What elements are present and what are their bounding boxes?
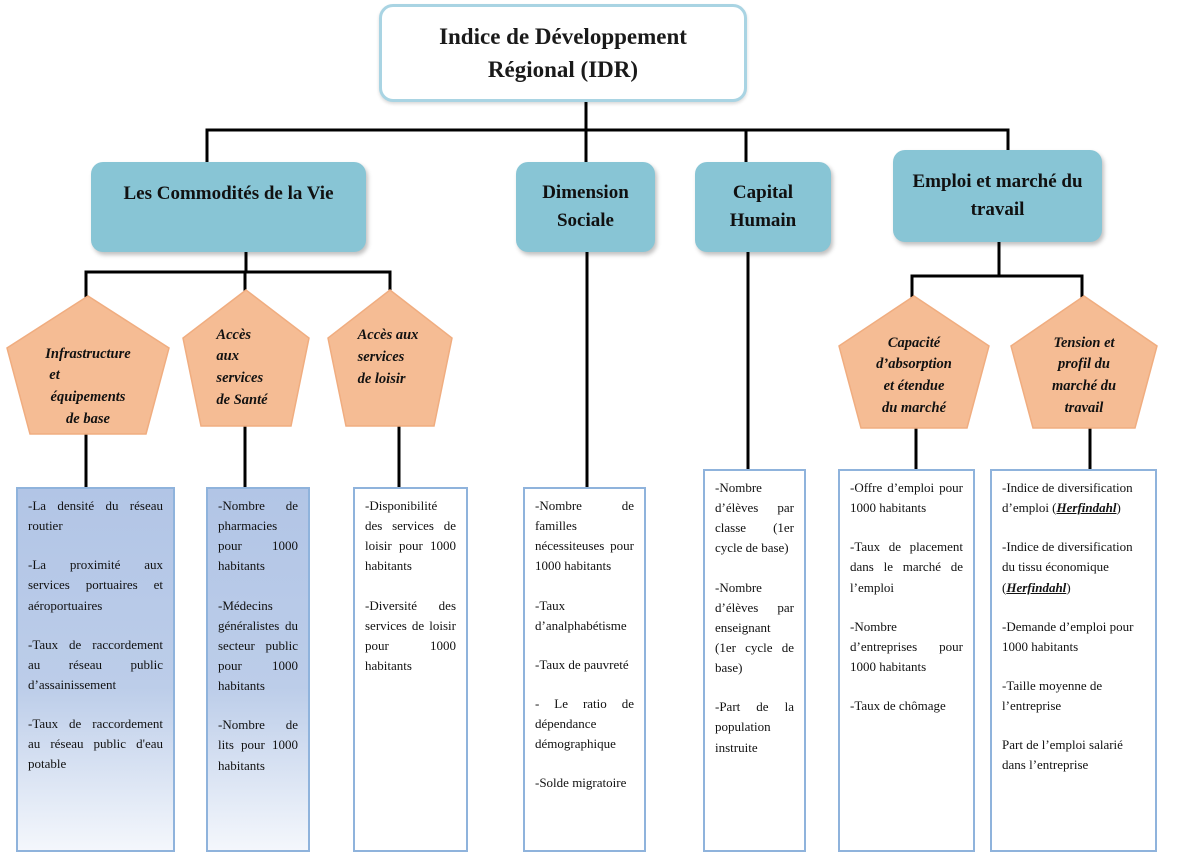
indicator-item: -Taux de chômage [850, 698, 946, 714]
indicator-item: -Nombre de pharmacies pour 1000 habitant… [218, 498, 298, 574]
dimension-capital-line2: Humain [729, 210, 797, 231]
indicators-sociale: -Nombre de familles nécessiteuses pour 1… [523, 487, 646, 852]
loisir-line3: de loisir [357, 370, 406, 387]
pentagon-shape [327, 289, 453, 427]
indicator-item: -Solde migratoire [535, 775, 627, 791]
indicator-item: -Indice de diversification d’emploi (Her… [1002, 478, 1145, 518]
pentagon-shape [182, 289, 310, 427]
indicator-item: -Taux de pauvreté [535, 656, 629, 672]
indicators-infrastructure: -La densité du réseau routier -La proxim… [16, 487, 175, 852]
indicators-loisir: -Disponibilité des services de loisir po… [353, 487, 468, 852]
indicator-item: -Médecins généralistes du secteur public… [218, 597, 298, 694]
indicator-item: -Nombre d’élèves par classe (1er cycle d… [715, 480, 794, 556]
subdimension-loisir: Accès aux services de loisir [326, 288, 454, 428]
infrastructure-line2: et [49, 367, 60, 384]
pentagon-shape [1010, 295, 1158, 429]
indicator-item: -Taux de raccordement au réseau public d… [28, 636, 163, 692]
indicator-item: - Le ratio de dépendance démographique [535, 695, 634, 752]
sante-line3: services [216, 370, 264, 386]
indicator-item: -Taille moyenne de l’entreprise [1002, 677, 1103, 714]
indicators-capital: -Nombre d’élèves par classe (1er cycle d… [703, 469, 806, 852]
dimension-sociale-line1: Dimension [542, 181, 629, 203]
subdimension-tension: Tension et profil du marché du travail [1009, 294, 1159, 430]
indicator-item: -Nombre d’élèves par enseignant (1er cyc… [715, 579, 794, 676]
herfindahl-term: Herfindahl [1006, 579, 1067, 595]
dimension-emploi-line1: Emploi et marché du [912, 170, 1083, 192]
indicator-item: -Part de la population instruite [715, 699, 794, 755]
indicator-item: -La proximité aux services portuaires et… [28, 557, 163, 613]
dimension-commodites: Les Commodités de la Vie [91, 162, 366, 252]
herfindahl-term: Herfindahl [1056, 500, 1117, 516]
indicator-item: -Offre d’emploi pour 1000 habitants [850, 480, 963, 516]
capacite-line3: et étendue [883, 378, 945, 394]
indicator-text: ) [1066, 579, 1071, 595]
indicators-capacite: -Offre d’emploi pour 1000 habitants -Tau… [838, 469, 975, 852]
tension-line1: Tension et [1053, 334, 1115, 351]
pentagon-shape [838, 295, 990, 429]
indicator-item: -La densité du réseau routier [28, 498, 163, 534]
dimension-capital-humain: Capital Humain [695, 162, 831, 252]
indicator-text: -Indice de diversification d’emploi ( [1002, 480, 1133, 516]
tension-line4: travail [1064, 399, 1104, 416]
capacite-line2: d’absorption [876, 356, 952, 373]
indicator-item: -Nombre d’entreprises pour 1000 habitant… [850, 618, 963, 674]
indicator-text: -Indice de diversification du tissu écon… [1002, 539, 1133, 595]
pentagon-shape [6, 295, 170, 435]
indicator-item: -Taux de raccordement au réseau public d… [28, 716, 163, 772]
indicator-item: -Diversité des services de loisir pour 1… [365, 597, 456, 673]
root-node-idr: Indice de Développement Régional (IDR) [379, 4, 747, 102]
dimension-emploi: Emploi et marché du travail [893, 150, 1102, 242]
sante-line4: de Santé [216, 391, 268, 408]
indicator-item: Part de l’emploi salarié dans l’entrepri… [1002, 737, 1123, 773]
subdimension-sante: Accès aux services de Santé [181, 288, 311, 428]
indicators-sante: -Nombre de pharmacies pour 1000 habitant… [206, 487, 310, 852]
dimension-emploi-line2: travail [970, 199, 1025, 220]
dimension-commodites-label: Les Commodités de la Vie [123, 182, 334, 204]
tension-line2: profil du [1058, 356, 1110, 373]
indicator-item: -Indice de diversification du tissu écon… [1002, 537, 1145, 597]
infrastructure-line3: équipements [50, 389, 126, 405]
subdimension-infrastructure: Infrastructure et équipements de base [5, 294, 171, 436]
root-title-line2: Régional (IDR) [487, 57, 639, 82]
indicator-item: -Taux d’analphabétisme [535, 597, 627, 633]
tension-line3: marché du [1051, 378, 1117, 394]
indicators-tension: -Indice de diversification d’emploi (Her… [990, 469, 1157, 852]
capacite-line4: du marché [881, 399, 947, 416]
sante-line2: aux [216, 348, 239, 365]
infrastructure-line4: de base [66, 410, 110, 427]
indicator-item: -Nombre de familles nécessiteuses pour 1… [535, 498, 634, 574]
indicator-item: -Taux de placement dans le marché de l’e… [850, 539, 963, 595]
indicator-text: ) [1116, 500, 1121, 516]
indicator-item: -Nombre de lits pour 1000 habitants [218, 717, 298, 773]
sante-line1: Accès [216, 326, 252, 343]
indicator-item: -Disponibilité des services de loisir po… [365, 498, 456, 574]
root-title-line1: Indice de Développement [439, 23, 687, 49]
dimension-capital-line1: Capital [732, 181, 794, 203]
subdimension-capacite: Capacité d’absorption et étendue du marc… [837, 294, 991, 430]
indicator-item: -Demande d’emploi pour 1000 habitants [1002, 618, 1134, 654]
loisir-line2: services [357, 349, 405, 366]
dimension-sociale: Dimension Sociale [516, 162, 655, 252]
dimension-sociale-line2: Sociale [556, 210, 614, 231]
infrastructure-line1: Infrastructure [45, 345, 131, 362]
capacite-line1: Capacité [887, 334, 941, 351]
loisir-line1: Accès aux [357, 327, 419, 344]
